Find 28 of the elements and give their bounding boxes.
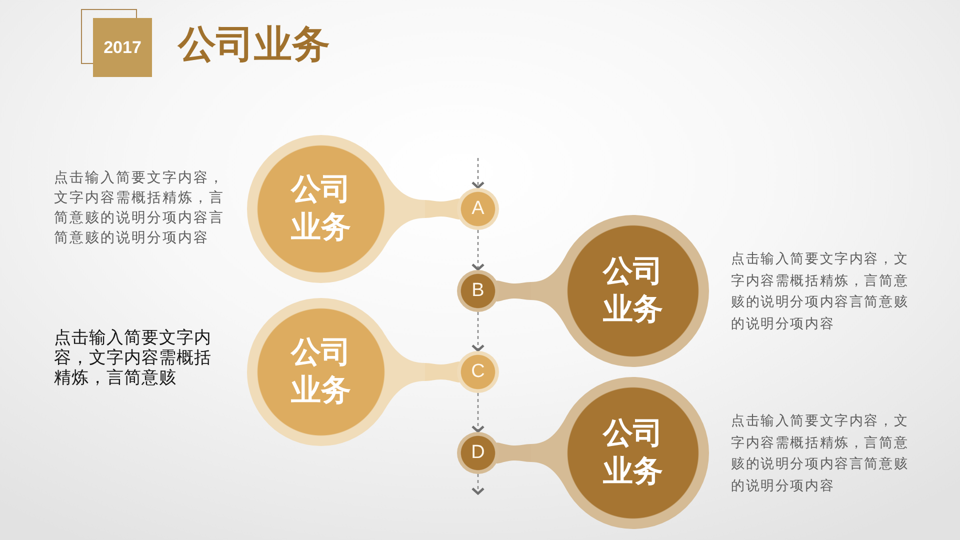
dashed-arrow: [471, 474, 485, 495]
step-letter: A: [472, 198, 484, 220]
topic-title: 公司业务: [291, 334, 351, 410]
topic-title: 公司业务: [603, 253, 663, 329]
year-block: [93, 18, 152, 77]
description-text: 点击输入简要文字内容，文字内容需概括精炼，言简意赅的说明分项内容言简意赅的说明分项内容: [731, 412, 910, 496]
topic-title: 公司业务: [603, 415, 663, 491]
dashed-arrow: [471, 230, 485, 271]
connector-stem: [425, 198, 460, 220]
step-circle: [457, 188, 499, 230]
step-letter: B: [472, 280, 484, 302]
dashed-arrow: [471, 312, 485, 352]
dashed-arrow: [471, 158, 485, 189]
topic-title: 公司业务: [291, 171, 351, 247]
description-text: 点击输入简要文字内容，文字内容需概括精炼，言简意赅的说明分项内容言简意赅的说明分项内容: [54, 169, 226, 248]
dashed-arrow: [471, 393, 485, 433]
connector-stem: [496, 280, 531, 302]
step-circle: [457, 351, 499, 393]
step-circle: [457, 432, 499, 474]
step-letter: C: [471, 361, 485, 383]
connector-stem: [496, 442, 531, 464]
step-letter: D: [471, 442, 485, 464]
page-title: 公司业务: [178, 21, 330, 68]
description-text: 点击输入简要文字内容，文字内容需概括精炼，言简意赅: [54, 328, 212, 388]
connector-stem: [425, 362, 460, 382]
step-circle: [457, 270, 499, 312]
description-text: 点击输入简要文字内容，文字内容需概括精炼，言简意赅的说明分项内容言简意赅的说明分项内容: [731, 250, 910, 334]
year-label: 2017: [104, 38, 142, 58]
